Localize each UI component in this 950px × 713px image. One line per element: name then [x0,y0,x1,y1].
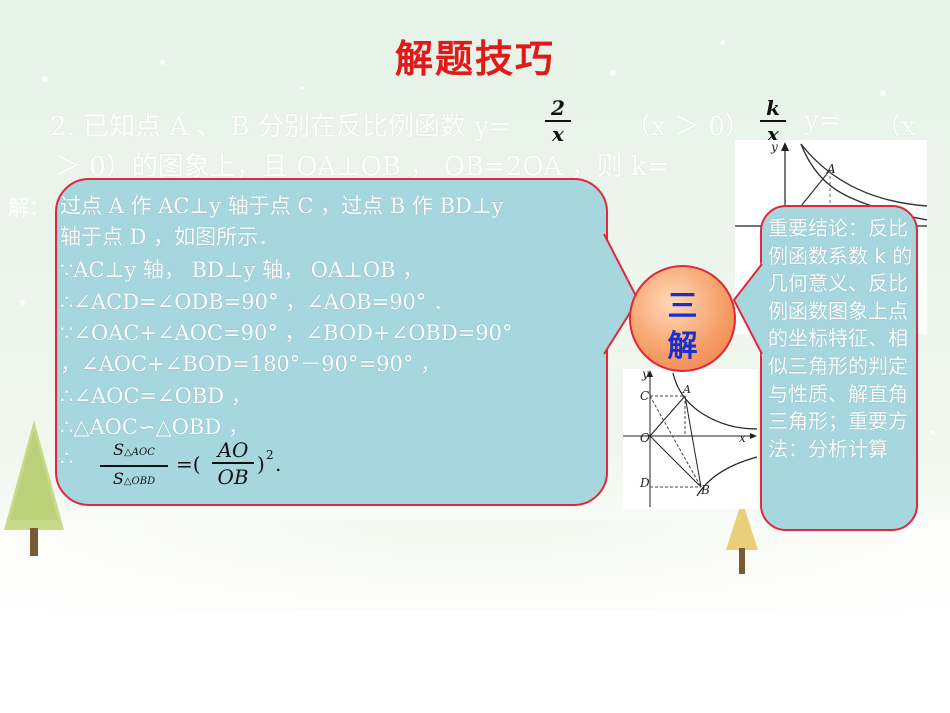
formula-rhs-fraction: AO OB [212,440,254,488]
formula-equals: =( [176,452,201,476]
solution-line-1: 过点 A 作 AC⊥y 轴于点 C ，过点 B 作 BD⊥y [60,194,504,218]
formula-lhs-denominator: S△OBD [100,469,168,492]
question-line-1-y: y= [804,106,841,136]
graph-main-point-d: D [640,476,650,490]
solution-line-2: 轴于点 D ，如图所示． [60,225,280,249]
question-line-2: ＞ 0）的图象上，且 OA⊥OB ， OB=2OA ，则 k= [55,152,669,182]
formula-close-paren: ) [257,452,265,476]
graph-main-point-a: A [683,383,691,396]
snowflake [300,86,304,90]
question-line-1-start: 2. 已知点 A 、 B 分别在反比例函数 y= [50,112,511,142]
solution-line-5: ∵∠OAC+∠AOC=90° ，∠BOD+∠OBD=90° [60,321,513,345]
fraction-denominator: x [552,122,564,146]
snowflake [42,76,48,82]
hyperbola-graph-main: y x C A O D B [623,367,758,509]
fraction-denominator: x [767,122,779,146]
solution-label: 解： [8,196,50,220]
hyperbola-graph-main-svg [623,370,758,507]
solution-line-8: ∴△AOC∽△OBD ， [60,415,249,439]
graph-main-y-label: y [642,367,649,381]
fraction-numerator: k [766,96,780,120]
bubble-tail-right [732,262,763,356]
snowflake [720,40,725,45]
solution-line-3: ∵AC⊥y 轴， BD⊥y 轴， OA⊥OB ， [60,258,424,282]
fraction-numerator: 2 [551,96,565,120]
graph-small-y-label: y [771,140,778,154]
snowflake [880,90,886,96]
solution-line-6: ，∠AOC+∠BOD=180°－90°=90° ， [60,352,442,376]
graph-main-point-b: B [701,483,710,497]
snowflake [160,60,165,65]
formula-bar [100,465,168,467]
formula-subscript: △OBD [123,475,156,487]
badge-char-1: 三 [667,289,698,324]
graph-main-point-c: C [640,389,650,403]
snow-ground [0,520,950,610]
fraction-bar [545,120,571,122]
slide-title: 解题技巧 [394,37,555,81]
formula-lhs-fraction: S△AOC S△OBD [100,440,168,492]
formula-bar [212,462,254,464]
solution-line-7: ∴∠AOC=∠OBD ， [60,384,252,408]
fraction-k-over-x: k x [760,97,786,145]
formula-subscript: △AOC [124,447,155,458]
formula-s: S [112,468,124,488]
solution-line-4: ∴∠ACD=∠ODB=90° ，∠AOB=90° ． [60,290,455,314]
fraction-bar [760,120,786,122]
area-ratio-formula: S△AOC S△OBD =( AO OB ) 2 . [100,440,310,492]
summary-bubble [760,205,918,531]
badge-char-2: 解 [667,329,698,364]
formula-rhs-denominator: OB [217,464,249,489]
formula-s: S [113,440,125,459]
formula-period: . [275,452,282,476]
snowflake [930,430,935,435]
formula-exponent: 2 [266,448,274,462]
snowflake [610,70,616,76]
graph-small-point-a: A [827,162,836,176]
question-line-1-domain: （x ＞ 0） [625,112,751,142]
solution-line-9: ∴ [60,446,74,470]
graph-main-x-label: x [739,431,746,445]
graph-main-point-o: O [640,431,650,445]
snowflake [20,300,25,305]
tree-left-illustration [4,420,64,556]
tree-right-illustration [726,500,758,574]
question-line-1-end: （x [875,112,916,142]
summary-text: 重要结论：反比例函数系数 k 的几何意义、反比例函数图象上点的坐标特征、相似三角… [768,216,913,461]
fraction-2-over-x: 2 x [545,97,571,145]
san-jie-badge: 三 解 [629,265,736,372]
formula-lhs-numerator: S△AOC [100,440,168,463]
formula-rhs-numerator: AO [217,438,249,462]
